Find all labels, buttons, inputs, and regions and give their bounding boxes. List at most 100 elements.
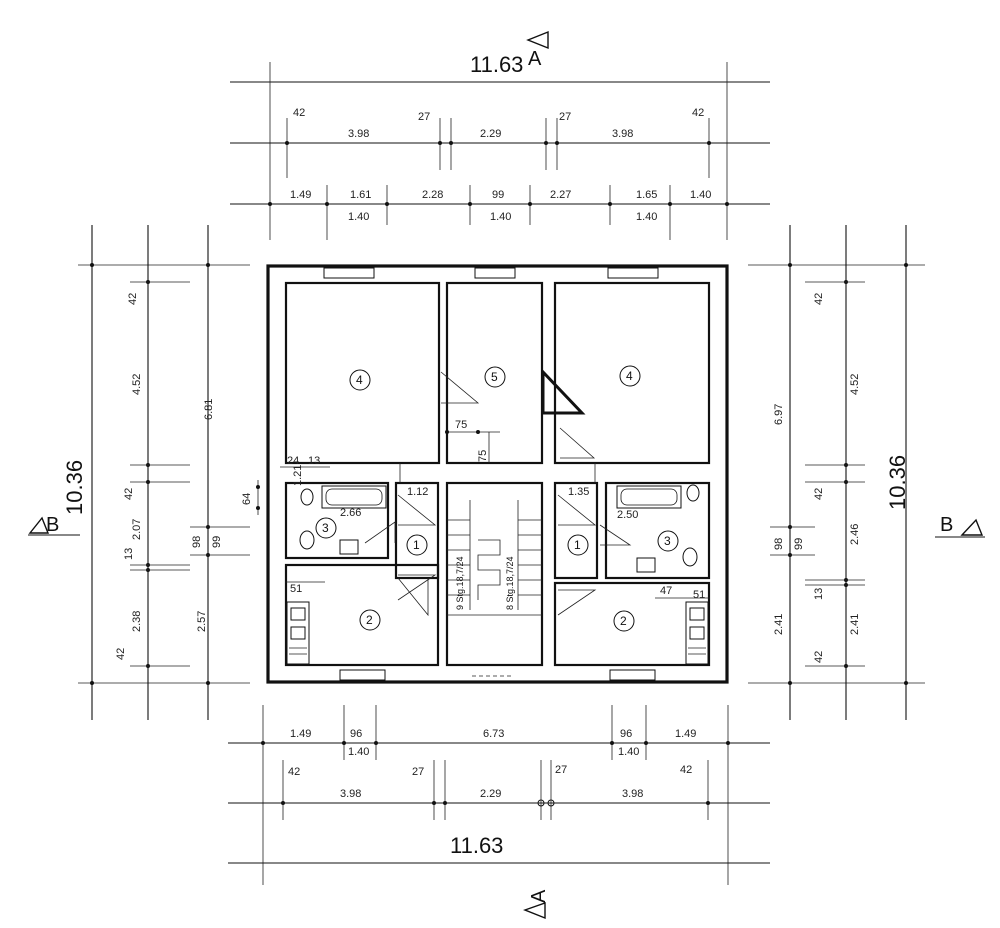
- left-inner-dim: 99: [211, 536, 223, 548]
- room-number: 3: [322, 521, 329, 535]
- left-outer-dim: 42: [127, 293, 139, 305]
- room-5: 5: [484, 366, 506, 388]
- interior-dim: 51: [693, 589, 705, 601]
- right-overall-dim: 10.36: [885, 455, 910, 510]
- bottom-row1-dim: 1.49: [290, 728, 311, 740]
- right-outer-dim: 2.46: [849, 524, 861, 545]
- top-overall-dim: 11.63: [470, 52, 523, 77]
- room-2-left: 2: [359, 609, 381, 631]
- bottom-row1-sub-dim: 1.40: [348, 746, 369, 758]
- right-outer-dim: 42: [813, 651, 825, 663]
- right-inner-dim: 99: [793, 538, 805, 550]
- bottom-row1-sub-dim: 1.40: [618, 746, 639, 758]
- staircase: 9 Stg.18,7/24 8 Stg.18,7/24: [447, 500, 542, 616]
- interior-dim: 24: [287, 455, 299, 467]
- stair-label-left: 9 Stg.18,7/24: [455, 556, 465, 610]
- top-row2-dim: 99: [492, 189, 504, 201]
- bottom-overall-dim: 11.63: [450, 833, 503, 858]
- bottom-dimension-chains: 1.49 96 6.73 96 1.49 1.40 1.40 42 27 27 …: [228, 705, 770, 885]
- left-inner-dim: 6.81: [203, 399, 215, 420]
- interior-dim: 1.12: [407, 486, 428, 498]
- interior-dim: 47: [660, 585, 672, 597]
- room-number: 1: [574, 538, 581, 552]
- right-dimension-chains: 6.97 98 99 2.41 42 4.52 42 2.46 13 2.41 …: [748, 225, 925, 720]
- bottom-row3-dim: 3.98: [340, 788, 361, 800]
- top-row2-sub-dim: 1.40: [348, 211, 369, 223]
- top-row2-dim: 2.28: [422, 189, 443, 201]
- section-b-right-marker: B: [935, 514, 985, 538]
- section-b-right-label: B: [940, 514, 953, 536]
- room-1-right: 1: [567, 534, 589, 556]
- room-number: 4: [356, 373, 363, 387]
- top-row1-dim: 42: [293, 107, 305, 119]
- building-walls: [266, 264, 729, 684]
- top-row2-dim: 1.65: [636, 189, 657, 201]
- interior-dim: 1.21: [292, 465, 304, 486]
- left-outer-dim: 13: [123, 548, 135, 560]
- bottom-row1-dim: 1.49: [675, 728, 696, 740]
- right-outer-dim: 42: [813, 488, 825, 500]
- left-outer-dim: 2.07: [131, 519, 143, 540]
- right-inner-dim: 2.41: [773, 614, 785, 635]
- interior-dim: 75: [455, 419, 467, 431]
- right-inner-dim: 98: [773, 538, 785, 550]
- room-3-right: 3: [657, 530, 679, 552]
- room-number: 3: [664, 534, 671, 548]
- room-number: 2: [620, 614, 627, 628]
- bottom-row3-dim: 2.29: [480, 788, 501, 800]
- stair-label-right: 8 Stg.18,7/24: [505, 556, 515, 610]
- bottom-row2-dim: 42: [680, 764, 692, 776]
- bottom-row2-dim: 42: [288, 766, 300, 778]
- room-number: 4: [626, 369, 633, 383]
- left-inner-dim: 2.57: [196, 611, 208, 632]
- interior-dim: 2.66: [340, 507, 361, 519]
- top-row2-dim: 1.61: [350, 189, 371, 201]
- room-number: 1: [413, 538, 420, 552]
- left-small-dim: 64: [241, 493, 253, 505]
- top-row1-dim: 2.29: [480, 128, 501, 140]
- top-row1-dim: 42: [692, 107, 704, 119]
- interior-dim: 51: [290, 583, 302, 595]
- bottom-row2-dim: 27: [555, 764, 567, 776]
- fixtures: [286, 484, 709, 665]
- interior-dim: 2.50: [617, 509, 638, 521]
- top-row2-dim: 1.49: [290, 189, 311, 201]
- section-a-bottom-marker: A: [523, 889, 550, 920]
- left-inner-dim: 98: [191, 536, 203, 548]
- bottom-row1-dim: 96: [350, 728, 362, 740]
- left-overall-dim: 10.36: [62, 460, 87, 515]
- top-row2-sub-dim: 1.40: [636, 211, 657, 223]
- interior-dimensions: 75 75 1.12 1.35 2.66 2.50 24 13 1.21 51 …: [280, 419, 710, 601]
- top-row1-dim: 27: [418, 111, 430, 123]
- section-b-left-label: B: [46, 514, 59, 536]
- section-a-bottom-label: A: [528, 889, 550, 903]
- top-dimension-chains: 11.63 42 3.98 27 2.29 27 3.98 42: [230, 52, 770, 240]
- right-outer-dim: 13: [813, 588, 825, 600]
- top-row2-sub-dim: 1.40: [490, 211, 511, 223]
- top-row2-dim: 1.40: [690, 189, 711, 201]
- bottom-row1-dim: 6.73: [483, 728, 504, 740]
- room-1-left: 1: [406, 534, 428, 556]
- room-number: 2: [366, 613, 373, 627]
- room-4-left: 4: [349, 369, 371, 391]
- section-b-left-marker: B: [28, 514, 80, 536]
- room-number: 5: [491, 370, 498, 384]
- top-row1-dim: 3.98: [612, 128, 633, 140]
- section-a-top-label: A: [528, 48, 542, 70]
- left-outer-dim: 42: [123, 488, 135, 500]
- room-labels: 4 5 4 3 1 1 3 2: [315, 365, 679, 632]
- room-2-right: 2: [613, 610, 635, 632]
- right-outer-dim: 42: [813, 293, 825, 305]
- bottom-row3-dim: 3.98: [622, 788, 643, 800]
- bottom-row2-dim: 27: [412, 766, 424, 778]
- right-outer-dim: 4.52: [849, 374, 861, 395]
- room-3-left: 3: [315, 517, 337, 539]
- right-inner-dim: 6.97: [773, 404, 785, 425]
- left-dimension-chains: 42 4.52 42 2.07 13 2.38 42 6.81 98 99 2.…: [62, 225, 260, 720]
- left-outer-dim: 4.52: [131, 374, 143, 395]
- interior-dim: 1.35: [568, 486, 589, 498]
- interior-dim: 13: [308, 455, 320, 467]
- left-outer-dim: 42: [115, 648, 127, 660]
- top-row1-dim: 3.98: [348, 128, 369, 140]
